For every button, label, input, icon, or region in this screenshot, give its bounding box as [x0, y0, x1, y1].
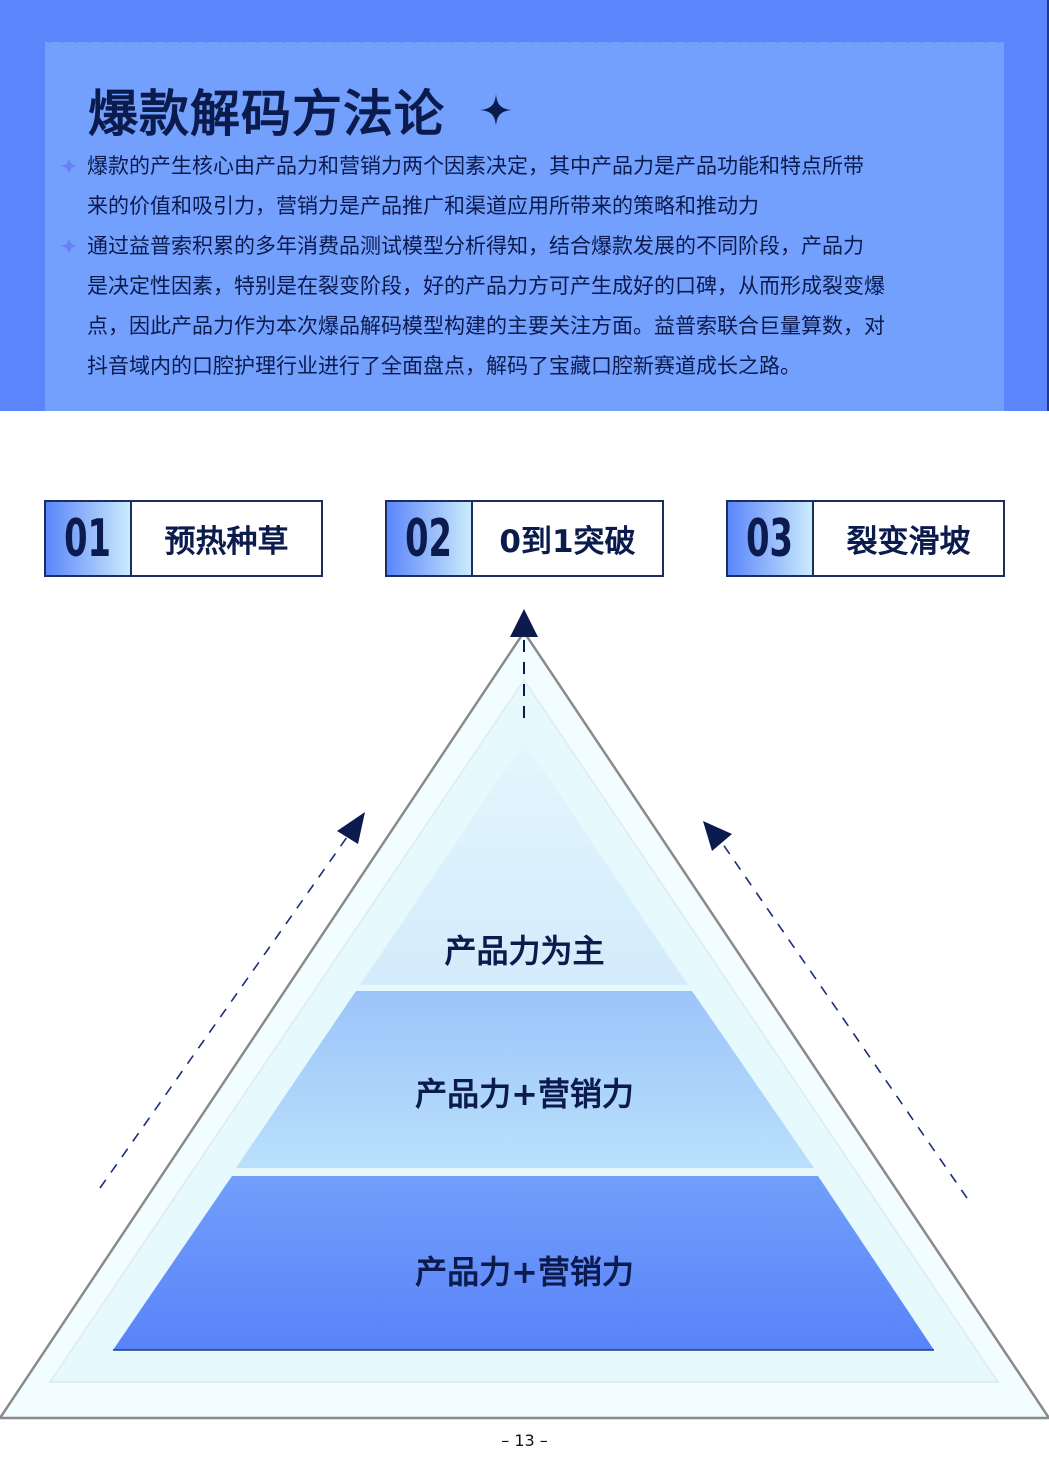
stage-label: 预热种草: [164, 524, 289, 560]
bullet-line: 通过益普索积累的多年消费品测试模型分析得知，结合爆款发展的不同阶段，产品力: [87, 234, 864, 258]
bullet-item: 通过益普索积累的多年消费品测试模型分析得知，结合爆款发展的不同阶段，产品力 是决…: [59, 226, 979, 386]
sparkle-star-icon: [480, 94, 512, 126]
stage-box-2: 02 0到1突破: [385, 500, 664, 577]
left-arrow-head-icon: [337, 812, 365, 844]
stage-label: 0到1突破: [499, 524, 636, 560]
stage-label: 裂变滑坡: [846, 524, 971, 560]
tier-middle-shape: [236, 991, 814, 1168]
stage-number: 01: [46, 502, 132, 575]
bullet-line: 点，因此产品力作为本次爆品解码模型构建的主要关注方面。益普索联合巨量算数，对: [87, 314, 885, 338]
stage-number: 02: [387, 502, 473, 575]
bullet-item: 爆款的产生核心由产品力和营销力两个因素决定，其中产品力是产品功能和特点所带 来的…: [59, 146, 979, 226]
bullet-line: 抖音域内的口腔护理行业进行了全面盘点，解码了宝藏口腔新赛道成长之路。: [87, 354, 801, 378]
stage-box-1: 01 预热种草: [44, 500, 323, 577]
scalloped-edge: [45, 38, 1004, 46]
stage-box-3: 03 裂变滑坡: [726, 500, 1005, 577]
tier-bottom-shape: [113, 1176, 934, 1350]
tier-top-shape: [360, 742, 688, 985]
bullet-line: 来的价值和吸引力，营销力是产品推广和渠道应用所带来的策略和推动力: [87, 194, 759, 218]
bullet-star-icon: [60, 237, 78, 255]
bullet-star-icon: [60, 157, 78, 175]
bullet-list: 爆款的产生核心由产品力和营销力两个因素决定，其中产品力是产品功能和特点所带 来的…: [59, 146, 979, 386]
right-dashed-line: [719, 839, 968, 1199]
right-arrow-head-icon: [703, 821, 732, 851]
bullet-line: 是决定性因素，特别是在裂变阶段，好的产品力方可产生成好的口碑，从而形成裂变爆: [87, 274, 885, 298]
top-arrow-head-icon: [510, 609, 538, 637]
page-title: 爆款解码方法论: [88, 85, 445, 143]
bullet-line: 爆款的产生核心由产品力和营销力两个因素决定，其中产品力是产品功能和特点所带: [87, 154, 864, 178]
title-row: 爆款解码方法论: [88, 74, 513, 146]
page-number: – 13 –: [501, 1431, 548, 1450]
header-band: 爆款解码方法论 爆款的产生核心由产品力和营销力两个因素决定，其中产品力是产品功能…: [0, 0, 1049, 411]
left-dashed-line: [99, 829, 353, 1189]
stage-number: 03: [728, 502, 814, 575]
tier-top-label: 产品力为主: [444, 932, 605, 970]
pyramid-diagram: [0, 609, 1049, 1420]
header-panel: 爆款解码方法论 爆款的产生核心由产品力和营销力两个因素决定，其中产品力是产品功能…: [45, 38, 1004, 411]
tier-bottom-label: 产品力+营销力: [415, 1253, 634, 1291]
tier-middle-label: 产品力+营销力: [415, 1075, 634, 1113]
